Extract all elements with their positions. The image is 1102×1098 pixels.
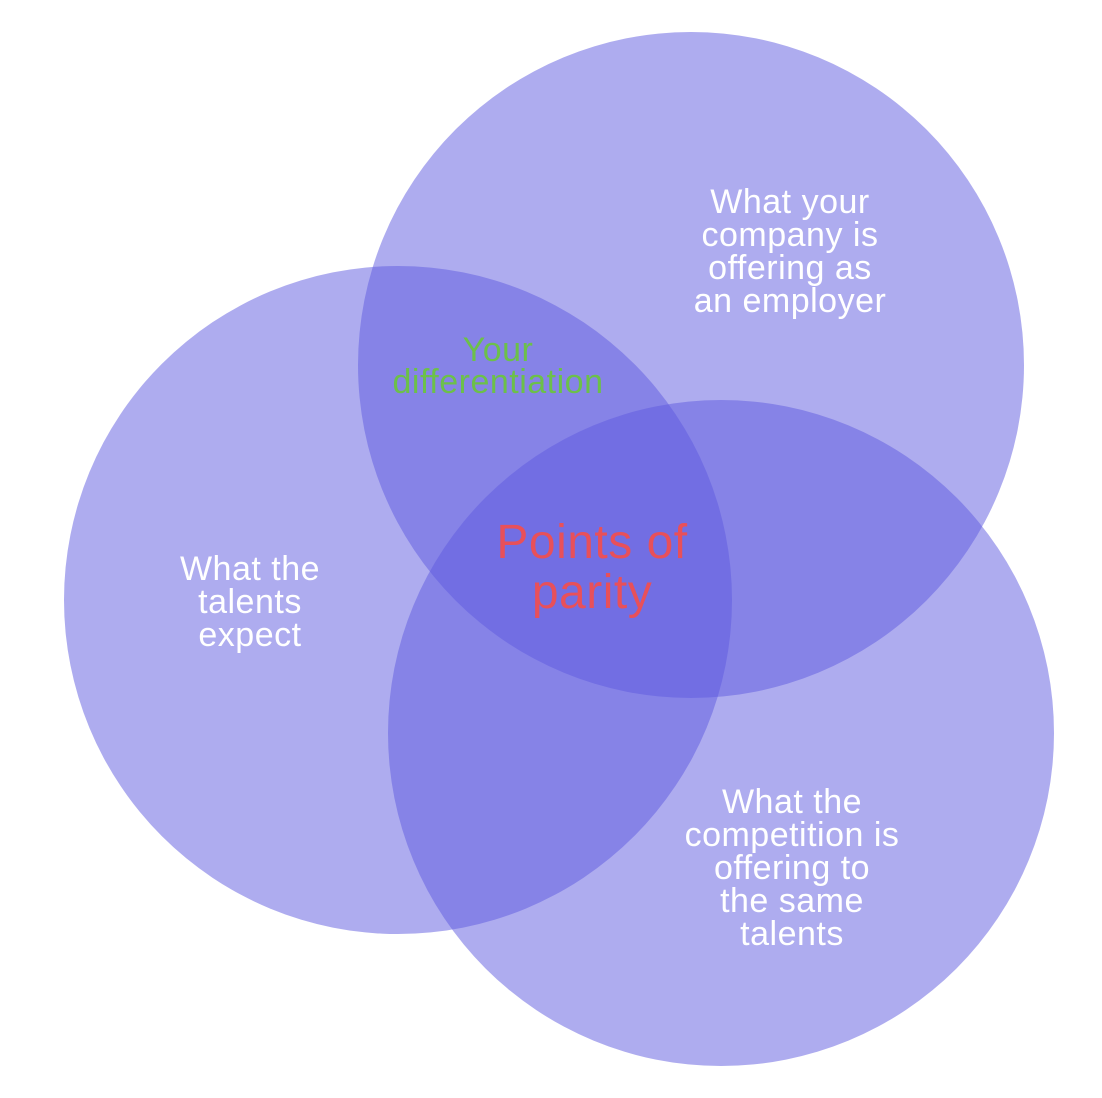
label-differentiation: Your differentiation xyxy=(392,331,604,401)
label-talents: What the talents expect xyxy=(179,550,321,654)
label-competition: What the competition is offering to the … xyxy=(684,783,900,953)
label-company: What your company is offering as an empl… xyxy=(693,183,887,320)
circle-competition xyxy=(388,400,1054,1066)
label-parity: Points of parity xyxy=(496,516,688,619)
